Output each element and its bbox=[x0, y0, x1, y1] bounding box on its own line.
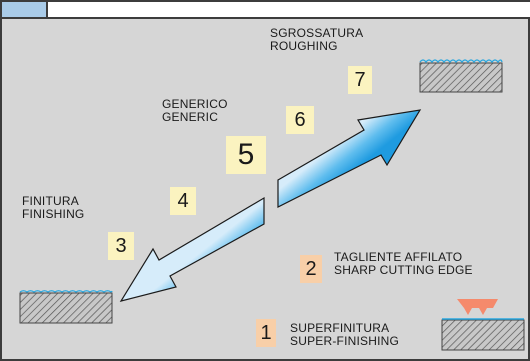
label-sharp-en: SHARP CUTTING EDGE bbox=[334, 263, 473, 277]
step-4-badge: 4 bbox=[170, 187, 196, 215]
cutting-edge-icon bbox=[457, 299, 498, 315]
label-roughing-en: ROUGHING bbox=[270, 39, 338, 53]
label-generic-it: GENERICO bbox=[162, 97, 228, 111]
label-superfin-en: SUPER-FINISHING bbox=[290, 334, 400, 348]
arrow-to-roughing bbox=[277, 109, 422, 208]
step-5-badge: 5 bbox=[226, 136, 266, 174]
step-2-badge: 2 bbox=[300, 255, 322, 283]
finishing-surface-block bbox=[19, 290, 113, 324]
label-superfin-it: SUPERFINITURA bbox=[290, 321, 390, 335]
arrow-to-finishing bbox=[119, 196, 265, 302]
label-finishing-en: FINISHING bbox=[22, 207, 85, 221]
step-3-badge: 3 bbox=[108, 232, 134, 260]
roughing-surface-block bbox=[419, 59, 503, 93]
step-1-badge: 1 bbox=[256, 319, 276, 347]
label-roughing-it: SGROSSATURA bbox=[270, 26, 364, 40]
step-7-badge: 7 bbox=[348, 66, 372, 94]
header-bar bbox=[2, 2, 530, 19]
superfinishing-surface-block bbox=[441, 299, 525, 351]
label-finishing-it: FINITURA bbox=[22, 194, 79, 208]
header-swatch bbox=[2, 2, 48, 17]
label-sharp-it: TAGLIENTE AFFILATO bbox=[334, 250, 463, 264]
step-6-badge: 6 bbox=[286, 106, 314, 134]
label-generic-en: GENERIC bbox=[162, 110, 219, 124]
